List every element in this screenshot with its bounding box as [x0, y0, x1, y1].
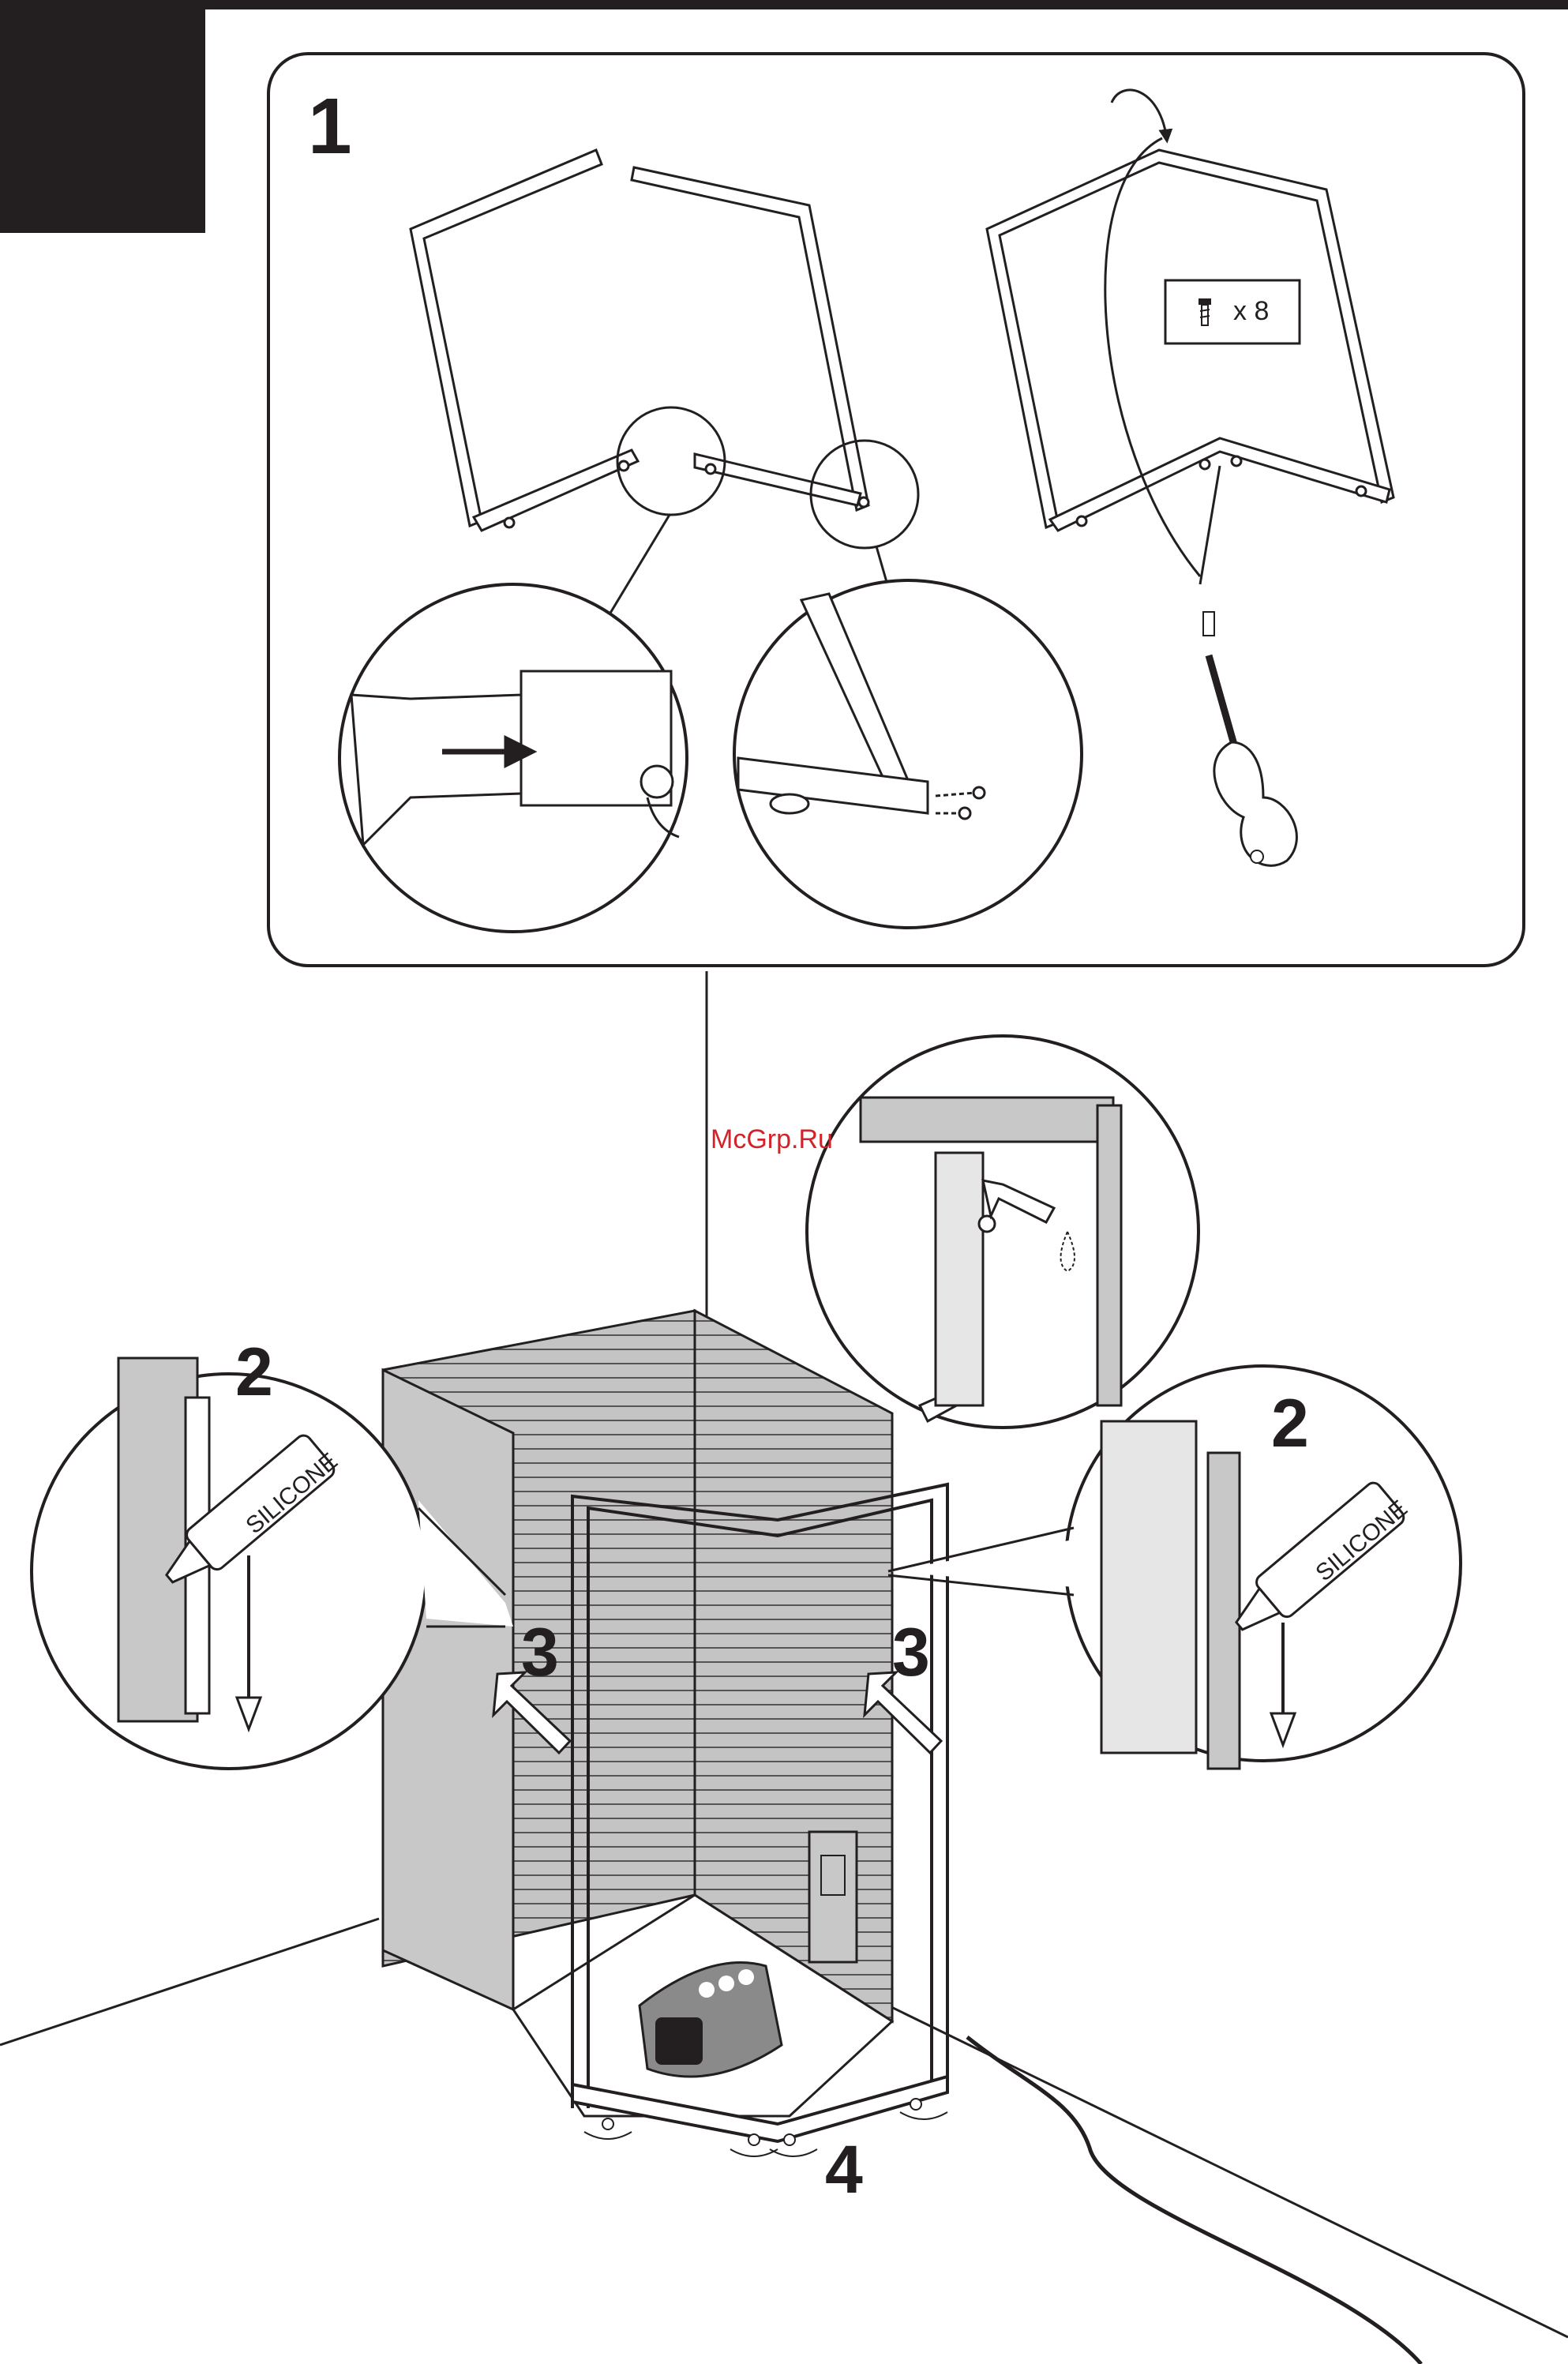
step1-panel	[268, 54, 1524, 966]
detail-magnified-joint	[339, 584, 687, 932]
step-number-4: 4	[825, 2136, 863, 2204]
step-number-1: 1	[308, 87, 352, 166]
detail-magnified-corner	[734, 580, 1082, 928]
screw-quantity-box	[1165, 280, 1300, 343]
hinge-callout	[807, 1036, 1199, 1428]
step-number-2-left: 2	[235, 1338, 273, 1406]
step-number-3-right: 3	[892, 1619, 930, 1687]
step-number-2-right: 2	[1271, 1390, 1309, 1458]
screw-quantity-label: x 8	[1233, 296, 1269, 327]
step-number-3-left: 3	[521, 1619, 559, 1687]
watermark-text: McGrp.Ru	[711, 1124, 833, 1155]
sauna-cabin-drawing	[383, 1311, 947, 2156]
